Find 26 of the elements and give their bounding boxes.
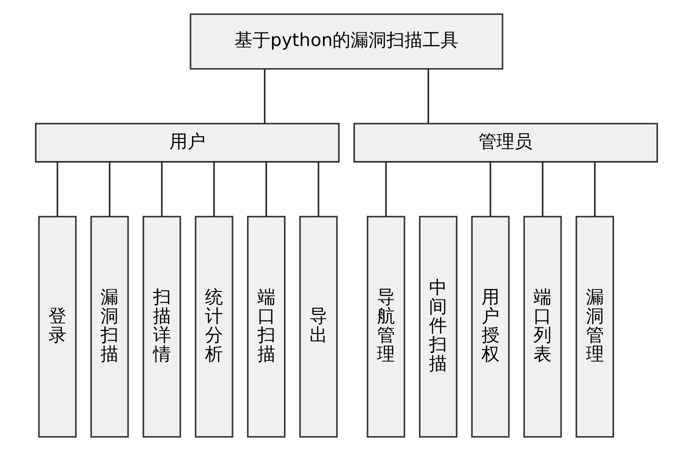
node-box: 登录 xyxy=(38,215,76,438)
connector xyxy=(384,162,386,216)
node-box: 统计分析 xyxy=(194,215,233,438)
connector xyxy=(427,68,429,123)
connector xyxy=(160,162,162,216)
node-box: 管理员 xyxy=(352,122,658,162)
node-box: 漏洞扫描 xyxy=(90,215,128,438)
connector xyxy=(212,162,214,216)
node-box: 导航管理 xyxy=(366,215,405,438)
connector xyxy=(265,162,267,216)
node-box: 用户授权 xyxy=(470,215,510,438)
node-box: 漏洞管理 xyxy=(575,215,614,438)
connector xyxy=(489,162,491,216)
connector xyxy=(56,162,58,216)
connector xyxy=(317,162,319,216)
node-box: 端口扫描 xyxy=(246,215,285,438)
node-box: 扫描详情 xyxy=(142,215,181,438)
node-box: 用户 xyxy=(34,122,340,162)
node-box: 中间件扫描 xyxy=(418,215,457,438)
connector xyxy=(263,68,265,123)
connector xyxy=(108,162,110,216)
connector xyxy=(541,162,543,216)
connector xyxy=(594,162,596,216)
node-box: 导出 xyxy=(298,215,338,438)
node-box: 端口列表 xyxy=(522,215,562,438)
node-box: 基于python的漏洞扫描工具 xyxy=(189,12,503,70)
